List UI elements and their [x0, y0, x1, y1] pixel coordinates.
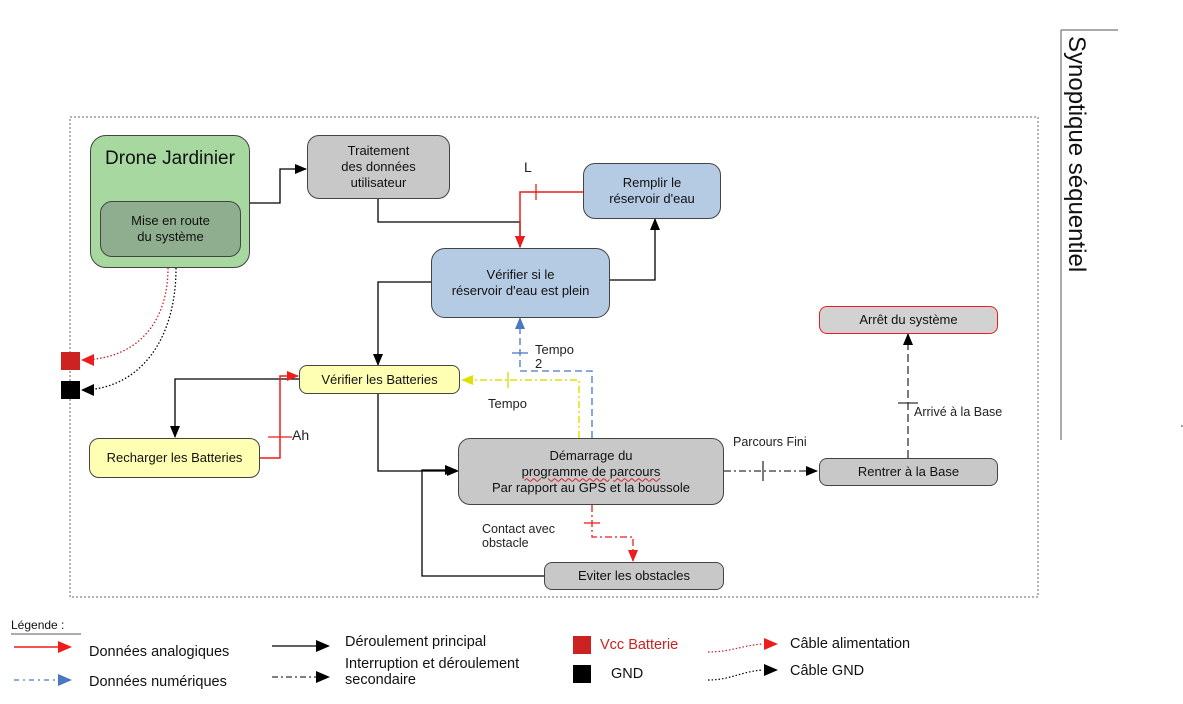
mise-en-route-label: Mise en route du système	[131, 213, 210, 244]
label-l: L	[524, 159, 532, 175]
diagram-title: Synoptique séquentiel	[1060, 36, 1090, 456]
arrow-demarrage-to-batteries-tempo	[461, 375, 580, 438]
label-arrive-base: Arrivé à la Base	[914, 405, 1003, 419]
traitement-label: Traitement des données utilisateur	[341, 143, 416, 190]
legend-gnd-label: GND	[611, 666, 644, 682]
stray-dot	[1181, 425, 1183, 427]
label-parcours-fini: Parcours Fini	[733, 435, 807, 449]
label-contact-obstacle: Contact avec obstacle	[482, 522, 555, 550]
arret-box: Arrêt du système	[819, 306, 998, 334]
legend-heading: Légende :	[11, 618, 65, 632]
legend-vcc-label: Vcc Batterie	[600, 637, 679, 653]
legend-cable-gnd-label: Câble GND	[790, 663, 865, 679]
eviter-label: Eviter les obstacles	[578, 568, 690, 583]
arrow-reservoir-to-remplir	[610, 218, 660, 281]
rentrer-box: Rentrer à la Base	[819, 458, 998, 486]
legend-cable-power-head	[764, 638, 778, 650]
label-tempo2: Tempo 2	[535, 342, 575, 371]
cable-gnd	[83, 267, 177, 391]
legend-main-head	[316, 640, 330, 652]
legend-analog-head	[58, 641, 72, 653]
cable-vcc	[83, 267, 169, 361]
demarrage-box: Démarrage du programme de parcours Par r…	[458, 438, 724, 505]
legend-analog-label: Données analogiques	[89, 644, 230, 660]
cable-gnd-head	[81, 384, 94, 396]
label-ah: Ah	[292, 427, 310, 443]
legend-gnd-square	[573, 665, 591, 683]
legend-vcc-square	[573, 636, 591, 654]
traitement-box: Traitement des données utilisateur	[307, 135, 450, 199]
verifier-batteries-label: Vérifier les Batteries	[321, 371, 438, 387]
arrow-batteries-to-demarrage	[377, 394, 459, 476]
arrow-recharger-to-batteries-analog	[260, 371, 299, 459]
legend-interrupt-head	[316, 671, 330, 683]
arrow-eviter-to-demarrage	[421, 465, 544, 577]
recharger-box: Recharger les Batteries	[89, 438, 260, 478]
demarrage-label-1: Démarrage du	[549, 447, 633, 463]
legend-cable-gnd-head	[764, 664, 778, 676]
arret-label: Arrêt du système	[859, 312, 958, 327]
arrow-reservoir-to-batteries	[373, 281, 431, 366]
arrow-batteries-to-recharger	[170, 378, 299, 438]
diagram-title-text: Synoptique séquentiel	[1063, 36, 1090, 273]
arrow-demarrage-to-eviter-analog	[591, 505, 638, 562]
drone-title: Drone Jardinier	[105, 148, 235, 169]
arrow-remplir-to-reservoir-analog	[515, 191, 583, 248]
rentrer-label: Rentrer à la Base	[857, 464, 960, 479]
legend-digital-head	[58, 674, 72, 686]
vcc-terminal	[61, 352, 80, 370]
arrow-demarrage-to-reservoir-digital	[515, 317, 593, 438]
verifier-reservoir-box: Vérifier si le réservoir d'eau est plein	[431, 248, 610, 318]
arrow-drone-to-traitement	[250, 164, 307, 204]
gnd-terminal	[61, 381, 80, 399]
demarrage-label-3: Par rapport au GPS et la boussole	[491, 479, 690, 495]
label-tempo: Tempo	[488, 396, 528, 411]
remplir-label: Remplir le réservoir d'eau	[609, 175, 695, 206]
verifier-reservoir-label: Vérifier si le réservoir d'eau est plein	[451, 267, 590, 298]
recharger-label: Recharger les Batteries	[106, 450, 243, 465]
demarrage-label-2: programme de parcours	[521, 463, 661, 479]
mise-en-route-box: Mise en route du système	[100, 201, 241, 257]
arrow-traitement-to-reservoir	[377, 199, 525, 248]
legend-main-label: Déroulement principal	[345, 634, 487, 650]
legend-digital-label: Données numériques	[89, 674, 227, 690]
remplir-box: Remplir le réservoir d'eau	[583, 163, 721, 219]
eviter-box: Eviter les obstacles	[544, 562, 724, 590]
verifier-batteries-box: Vérifier les Batteries	[299, 365, 460, 394]
cable-vcc-head	[81, 354, 94, 366]
legend-cable-power-label: Câble alimentation	[790, 636, 911, 652]
legend-cable-power	[707, 643, 763, 653]
legend-cable-gnd	[707, 669, 763, 681]
legend-interrupt-label: Interruption et déroulement secondaire	[345, 656, 520, 688]
